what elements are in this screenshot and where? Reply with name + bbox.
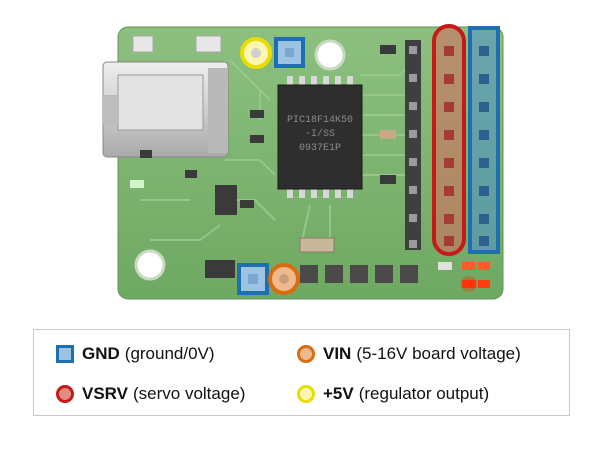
- legend-gnd-term: GND: [82, 344, 120, 363]
- usb-connector: [102, 61, 229, 158]
- legend-gnd-desc: (ground/0V): [124, 344, 215, 363]
- top-pads: [132, 35, 222, 53]
- legend-vin-desc: (5-16V board voltage): [356, 344, 521, 363]
- vin-marker: [268, 263, 300, 295]
- chip-label-3: 0937E1P: [299, 143, 341, 154]
- legend-gnd: GND (ground/0V): [56, 344, 215, 364]
- legend: GND (ground/0V) VIN (5-16V board voltage…: [33, 329, 570, 416]
- legend-vsrv-desc: (servo voltage): [133, 384, 246, 403]
- legend-vsrv: VSRV (servo voltage): [56, 384, 245, 404]
- v5-marker: [240, 37, 272, 69]
- legend-5v-desc: (regulator output): [358, 384, 490, 403]
- vsrv-circle-icon: [56, 385, 74, 403]
- pin-header-signal: [405, 40, 421, 250]
- gnd-highlight-column: [468, 26, 500, 254]
- chip-label-2: -I/SS: [305, 128, 335, 140]
- legend-5v: +5V (regulator output): [297, 384, 489, 404]
- microcontroller-chip: PIC18F14K50 -I/SS 0937E1P: [277, 76, 363, 198]
- status-leds: [438, 262, 490, 292]
- bottom-header: [300, 265, 418, 283]
- mounting-holes: [134, 39, 346, 281]
- gnd-marker-bottom: [237, 263, 269, 295]
- chip-label-1: PIC18F14K50: [287, 115, 353, 126]
- smd-components: [130, 45, 396, 278]
- legend-vin-term: VIN: [323, 344, 352, 363]
- pin-header-pads: [409, 46, 417, 248]
- gnd-marker-top: [274, 37, 305, 68]
- legend-vin: VIN (5-16V board voltage): [297, 344, 521, 364]
- vsrv-highlight: [432, 24, 466, 256]
- vin-circle-icon: [297, 345, 315, 363]
- gnd-square-icon: [56, 345, 74, 363]
- legend-5v-term: +5V: [323, 384, 354, 403]
- legend-vsrv-term: VSRV: [82, 384, 128, 403]
- v5-circle-icon: [297, 385, 315, 403]
- board-diagram: PIC18F14K50 -I/SS 0937E1P: [102, 24, 504, 300]
- board-svg: PIC18F14K50 -I/SS 0937E1P: [102, 24, 504, 300]
